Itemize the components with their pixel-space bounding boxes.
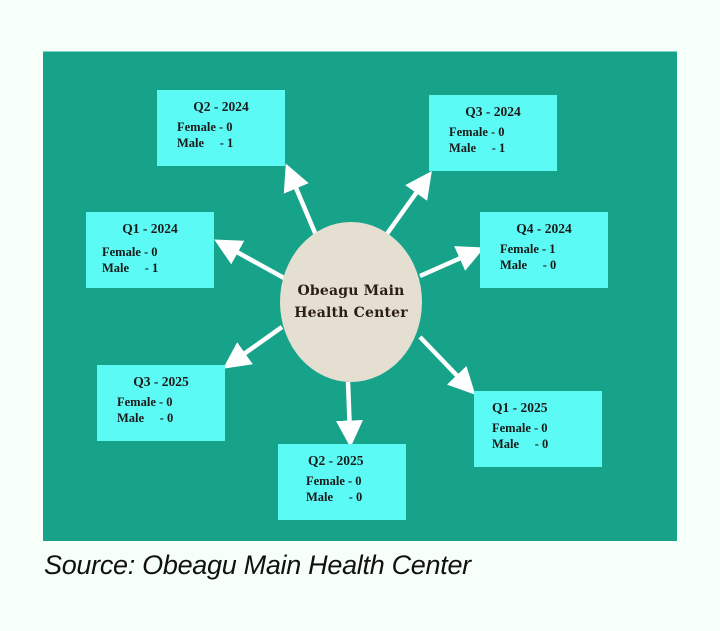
node-female: Female - 1 xyxy=(500,242,556,256)
arrow-to-q2-2024 xyxy=(283,163,321,241)
node-female: Female - 0 xyxy=(306,474,362,488)
node-male: Male - 0 xyxy=(500,258,557,272)
arrow-to-q3-2024 xyxy=(382,171,432,240)
arrow-to-q2-2025 xyxy=(335,381,363,448)
node-male: Male - 1 xyxy=(177,136,234,150)
node-female: Female - 0 xyxy=(177,120,233,134)
node-title: Q2 - 2025 xyxy=(308,453,364,468)
node-q3-2024: Q3 - 2024 Female - 0 Male - 1 xyxy=(429,95,557,171)
node-male: Male - 0 xyxy=(306,490,363,504)
node-title: Q4 - 2024 xyxy=(516,221,572,236)
node-q2-2024: Q2 - 2024 Female - 0 Male - 1 xyxy=(157,90,285,166)
node-title: Q3 - 2024 xyxy=(465,104,521,119)
node-female: Female - 0 xyxy=(449,125,505,139)
arrow-to-q4-2024 xyxy=(419,246,485,279)
arrow-to-q1-2025 xyxy=(418,335,476,395)
node-q4-2024: Q4 - 2024 Female - 1 Male - 0 xyxy=(480,212,608,288)
node-title: Q2 - 2024 xyxy=(193,99,249,114)
arrow-to-q3-2025 xyxy=(222,325,284,369)
node-female: Female - 0 xyxy=(102,245,158,259)
node-q3-2025: Q3 - 2025 Female - 0 Male - 0 xyxy=(97,365,225,441)
node-q1-2024: Q1 - 2024 Female - 0 Male - 1 xyxy=(86,212,214,288)
node-title: Q1 - 2024 xyxy=(122,221,178,236)
node-male: Male - 0 xyxy=(492,437,549,451)
node-title: Q1 - 2025 xyxy=(492,400,548,415)
node-title: Q3 - 2025 xyxy=(133,374,189,389)
center-node: Obeagu Main Health Center xyxy=(280,222,422,382)
node-female: Female - 0 xyxy=(492,421,548,435)
node-male: Male - 0 xyxy=(117,411,174,425)
arrow-to-q1-2024 xyxy=(214,239,286,280)
center-node-line2: Health Center xyxy=(294,305,408,321)
node-male: Male - 1 xyxy=(449,141,506,155)
node-q2-2025: Q2 - 2025 Female - 0 Male - 0 xyxy=(278,444,406,520)
node-female: Female - 0 xyxy=(117,395,173,409)
center-node-line1: Obeagu Main xyxy=(297,283,405,299)
node-male: Male - 1 xyxy=(102,261,159,275)
source-caption: Source: Obeagu Main Health Center xyxy=(44,550,471,580)
node-q1-2025: Q1 - 2025 Female - 0 Male - 0 xyxy=(474,391,602,467)
